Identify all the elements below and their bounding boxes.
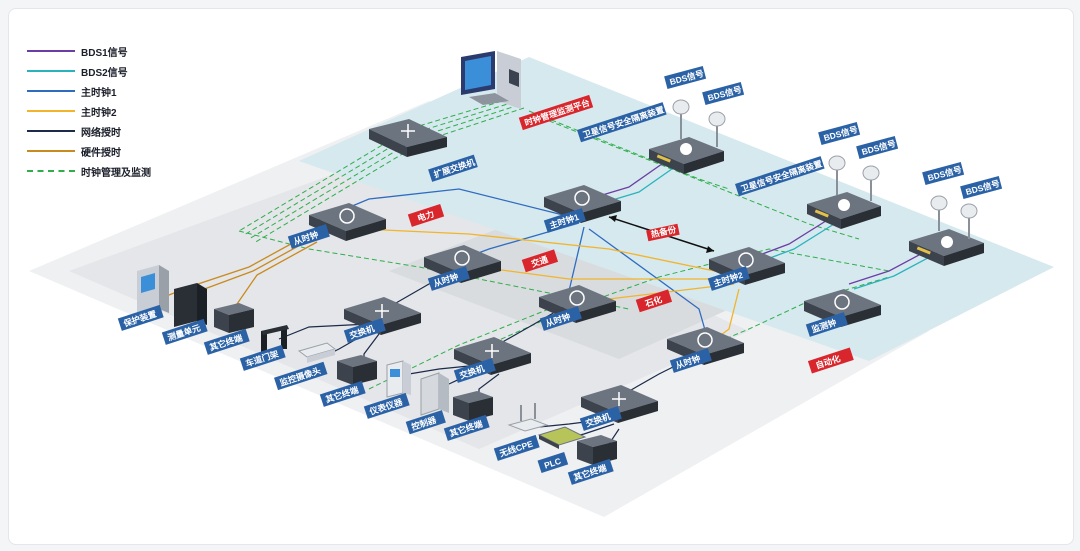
hot-backup-arrowhead-right [706, 246, 714, 253]
master2-tag [707, 266, 750, 291]
slave-tag [287, 224, 330, 249]
camera-tag [274, 361, 328, 391]
slave-tag [427, 266, 470, 291]
legend-swatch [27, 110, 75, 112]
legend-swatch [27, 70, 75, 72]
slave-tag [539, 306, 582, 331]
antenna-icon [828, 155, 846, 195]
slave-tag [669, 348, 712, 373]
legend-swatch [27, 170, 75, 172]
other-terminal-tag [443, 414, 490, 441]
legend-item: 时钟管理及监测 [27, 161, 151, 181]
switch-tag [453, 358, 496, 383]
legend-swatch [27, 50, 75, 52]
gate-tag [239, 344, 286, 371]
ext-switch[interactable] [369, 119, 447, 157]
protect-device-tag [117, 304, 164, 331]
antenna-icon [708, 111, 726, 147]
sat-isolator-2-tag [734, 156, 825, 197]
measure-unit-icon[interactable] [174, 283, 207, 327]
legend-label: 网络授时 [81, 127, 121, 139]
legend: BDS1信号 BDS2信号 主时钟1 主时钟2 网络授时 硬件授时 时钟管理及监… [27, 41, 151, 181]
other-terminal-tag [567, 458, 614, 485]
camera-icon[interactable] [297, 342, 337, 363]
other-terminal-tag [203, 328, 250, 355]
legend-swatch [27, 90, 75, 92]
legend-label: 时钟管理及监测 [81, 167, 151, 179]
sat-isolator-1-tag [576, 102, 667, 143]
slave-clock-1[interactable] [309, 203, 386, 241]
instrument-tag [363, 392, 410, 419]
plc-label: PLC [543, 456, 562, 471]
management-lines [238, 98, 890, 390]
other-terminal-icon[interactable] [577, 435, 617, 465]
other-terminal-icon[interactable] [214, 303, 254, 333]
mid-platform [69, 161, 749, 449]
network-diagram: 热备份 时钟管理监测平台 扩展交换机 卫星信号安全隔离装置 [29, 51, 1054, 517]
industry-auto-tag [807, 347, 854, 374]
monitor-platform-tag [518, 94, 594, 131]
master-lines [308, 188, 740, 345]
monitor-computer[interactable] [461, 51, 521, 109]
legend-swatch [27, 150, 75, 152]
wireless-cpe-tag [493, 434, 540, 461]
switch-tag [343, 318, 386, 343]
switch-tag [579, 406, 622, 431]
ext-switch-tag [428, 154, 478, 182]
industry-petro-tag [635, 289, 673, 313]
legend-label: 硬件授时 [81, 147, 121, 159]
other-terminal-icon[interactable] [453, 391, 493, 421]
antenna-icon [930, 195, 948, 231]
legend-item: 主时钟1 [27, 81, 151, 101]
legend-label: BDS2信号 [81, 67, 128, 79]
sat-isolator-3[interactable] [909, 229, 984, 266]
legend-item: BDS1信号 [27, 41, 151, 61]
sat-isolator-2[interactable] [807, 192, 881, 229]
legend-item: BDS2信号 [27, 61, 151, 81]
plc-tag [537, 452, 569, 474]
monitor-clock-tag [805, 312, 848, 337]
plc-icon[interactable] [537, 426, 587, 449]
inner-platform [389, 201, 769, 359]
sat-isolator-1[interactable] [649, 137, 724, 174]
instrument-icon[interactable] [386, 360, 411, 398]
hot-backup-tag [646, 223, 680, 242]
industry-traffic-tag [521, 249, 559, 273]
antenna-icon [672, 99, 690, 139]
legend-item: 网络授时 [27, 121, 151, 141]
other-terminal-tag [319, 380, 366, 407]
gate-icon[interactable] [261, 325, 289, 353]
wireless-cpe-icon[interactable] [507, 403, 549, 432]
protect-device-icon[interactable] [137, 265, 169, 315]
industry-power-tag [407, 204, 445, 227]
legend-label: 主时钟2 [81, 107, 117, 119]
diagram-frame: 热备份 时钟管理监测平台 扩展交换机 卫星信号安全隔离装置 [8, 8, 1074, 545]
controller-tag [405, 410, 446, 435]
legend-label: BDS1信号 [81, 47, 128, 59]
other-terminal-icon[interactable] [337, 355, 377, 385]
bds-antennas [672, 99, 978, 239]
legend-swatch [27, 130, 75, 132]
measure-unit-tag [161, 318, 208, 345]
legend-item: 主时钟2 [27, 101, 151, 121]
legend-label: 主时钟1 [81, 87, 117, 99]
antenna-icon [960, 203, 978, 239]
master1-tag [543, 208, 586, 233]
controller-icon[interactable] [420, 372, 449, 416]
antenna-icon [862, 165, 880, 201]
hot-backup-arrowhead-left [609, 215, 617, 222]
legend-item: 硬件授时 [27, 141, 151, 161]
